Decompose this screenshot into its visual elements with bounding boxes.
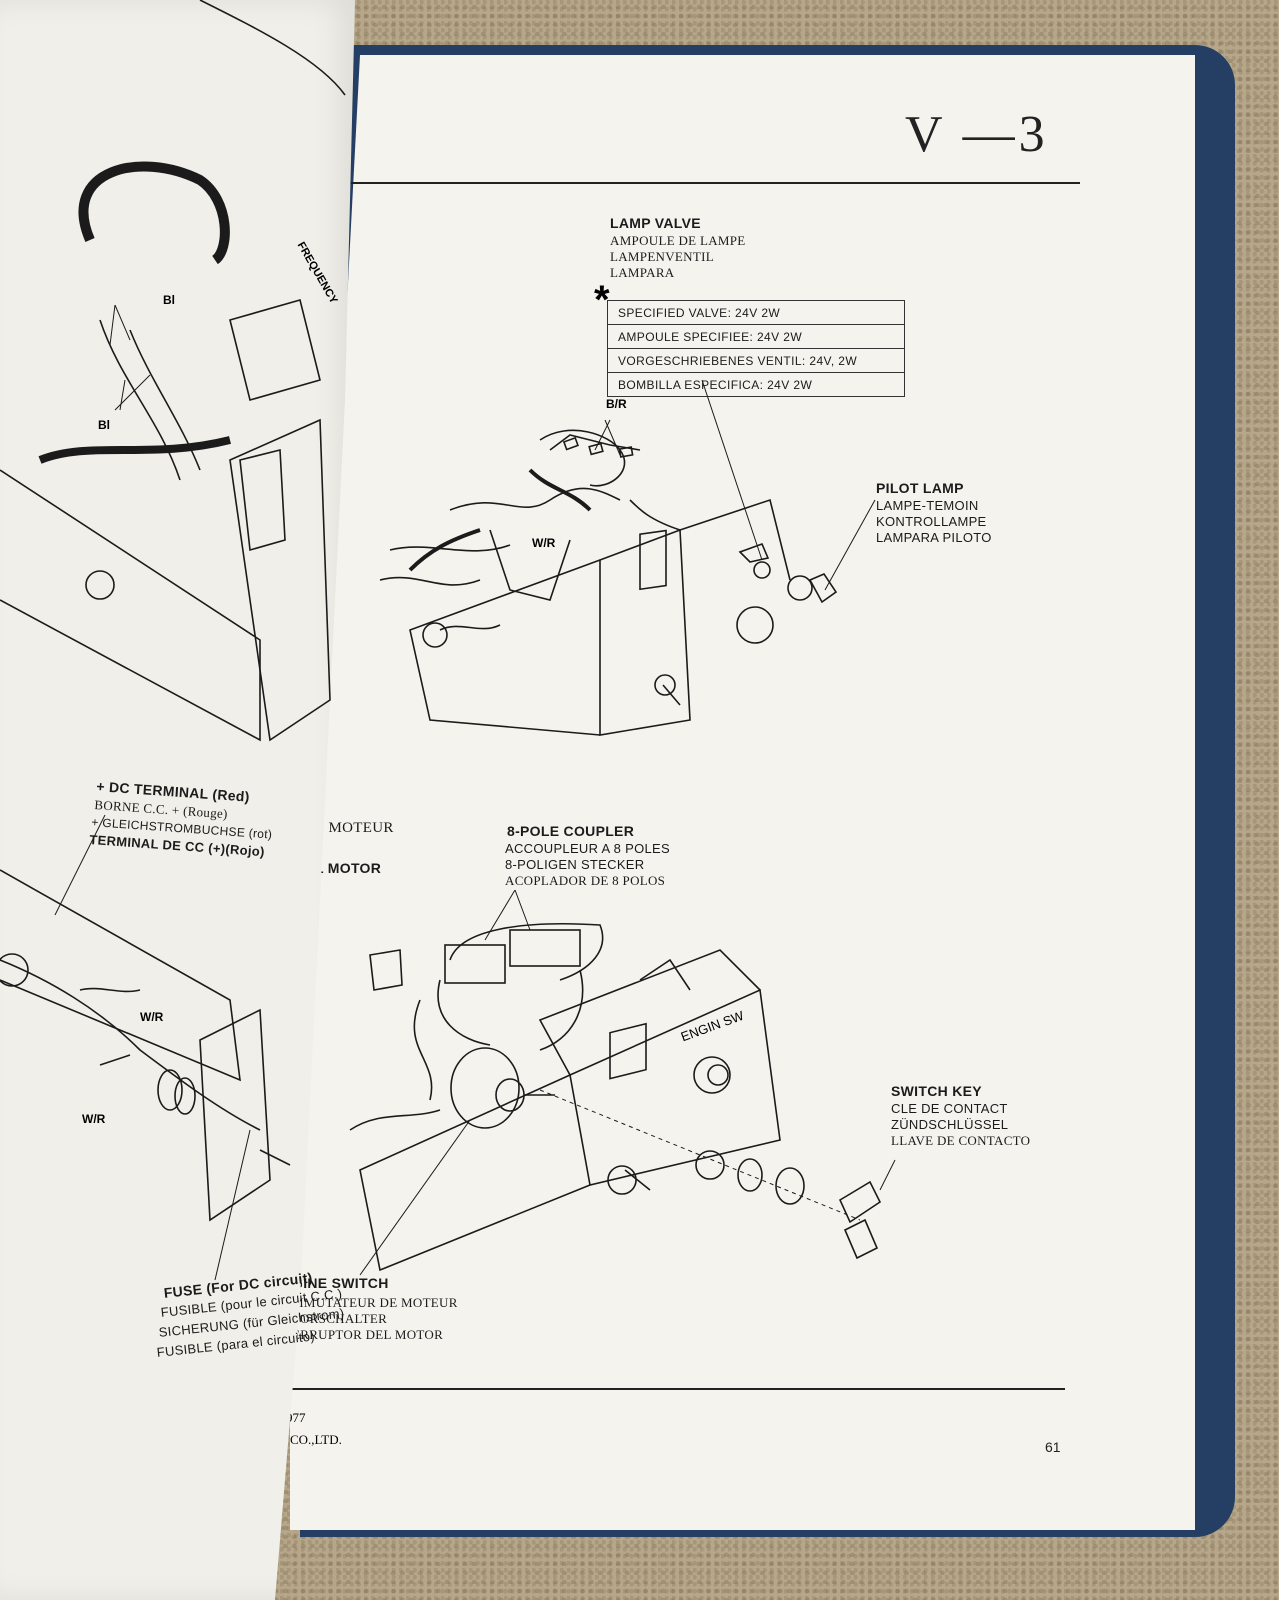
pilot-lamp-title: PILOT LAMP	[876, 480, 964, 496]
pilot-lamp-es: LAMPARA PILOTO	[876, 530, 992, 545]
left-page-illustration	[0, 0, 346, 1281]
motor-fragment-1: E MOTEUR	[315, 820, 394, 836]
spec-row: VORGESCHRIEBENES VENTIL: 24V, 2W	[607, 348, 905, 373]
footer-rule	[290, 1388, 1065, 1390]
pilot-lamp-illustration	[379, 380, 876, 736]
pilot-lamp-fr: LAMPE-TEMOIN	[876, 498, 979, 513]
switch-key-fr: CLE DE CONTACT	[891, 1101, 1008, 1116]
spec-row: AMPOULE SPECIFIEE: 24V 2W	[607, 324, 905, 349]
left-wire-label-wr-2: W/R	[82, 1112, 106, 1126]
lamp-valve-title: LAMP VALVE	[610, 215, 701, 231]
left-wire-label-bl-1: Bl	[163, 293, 175, 307]
spec-row: BOMBILLA ESPECIFICA: 24V 2W	[607, 372, 905, 397]
lamp-valve-es: LAMPARA	[610, 265, 675, 280]
spec-cell-fr: AMPOULE SPECIFIEE: 24V 2W	[607, 324, 905, 349]
engine-switch-es: ERRUPTOR DEL MOTOR	[292, 1327, 444, 1342]
spec-cell-en: SPECIFIED VALVE: 24V 2W	[607, 300, 905, 325]
coupler-es: ACOPLADOR DE 8 POLOS	[505, 873, 666, 888]
spec-cell-es: BOMBILLA ESPECIFICA: 24V 2W	[607, 372, 905, 397]
switch-key-es: LLAVE DE CONTACTO	[891, 1133, 1031, 1148]
engine-switch-title: GINE SWITCH	[292, 1275, 389, 1291]
wire-label-br: B/R	[606, 397, 627, 411]
lamp-valve-fr: AMPOULE DE LAMPE	[610, 233, 746, 248]
spec-cell-de: VORGESCHRIEBENES VENTIL: 24V, 2W	[607, 348, 905, 373]
spec-table: SPECIFIED VALVE: 24V 2W AMPOULE SPECIFIE…	[607, 300, 905, 397]
panel-label: ENGIN SW	[679, 1008, 747, 1045]
header-rule	[350, 182, 1080, 184]
coupler-fr: ACCOUPLEUR A 8 POLES	[505, 841, 670, 856]
left-wire-label-wr-1: W/R	[140, 1010, 164, 1024]
footer-line-1: 977	[286, 1410, 306, 1425]
wire-label-wr: W/R	[532, 536, 556, 550]
left-wire-label-bl-2: Bl	[98, 418, 110, 432]
switch-key-de: ZÜNDSCHLÜSSEL	[891, 1117, 1009, 1132]
pilot-lamp-de: KONTROLLAMPE	[876, 514, 987, 529]
spec-row: SPECIFIED VALVE: 24V 2W	[607, 300, 905, 325]
asterisk-mark: *	[594, 278, 610, 322]
engine-switch-de: TORSCHALTER	[292, 1311, 388, 1326]
coupler-de: 8-POLIGEN STECKER	[505, 857, 645, 872]
engine-switch-illustration: ENGIN SW	[349, 890, 896, 1276]
coupler-title: 8-POLE COUPLER	[507, 823, 635, 839]
section-title: V —3	[905, 106, 1049, 163]
page-number: 61	[1045, 1439, 1061, 1455]
lamp-valve-de: LAMPENVENTIL	[610, 249, 714, 264]
motor-fragment-2: L MOTOR	[315, 860, 382, 876]
engine-switch-fr: MMUTATEUR DE MOTEUR	[292, 1295, 458, 1310]
switch-key-title: SWITCH KEY	[891, 1083, 982, 1099]
left-page	[0, 0, 355, 1600]
footer-line-2: CO.,LTD.	[290, 1432, 342, 1447]
